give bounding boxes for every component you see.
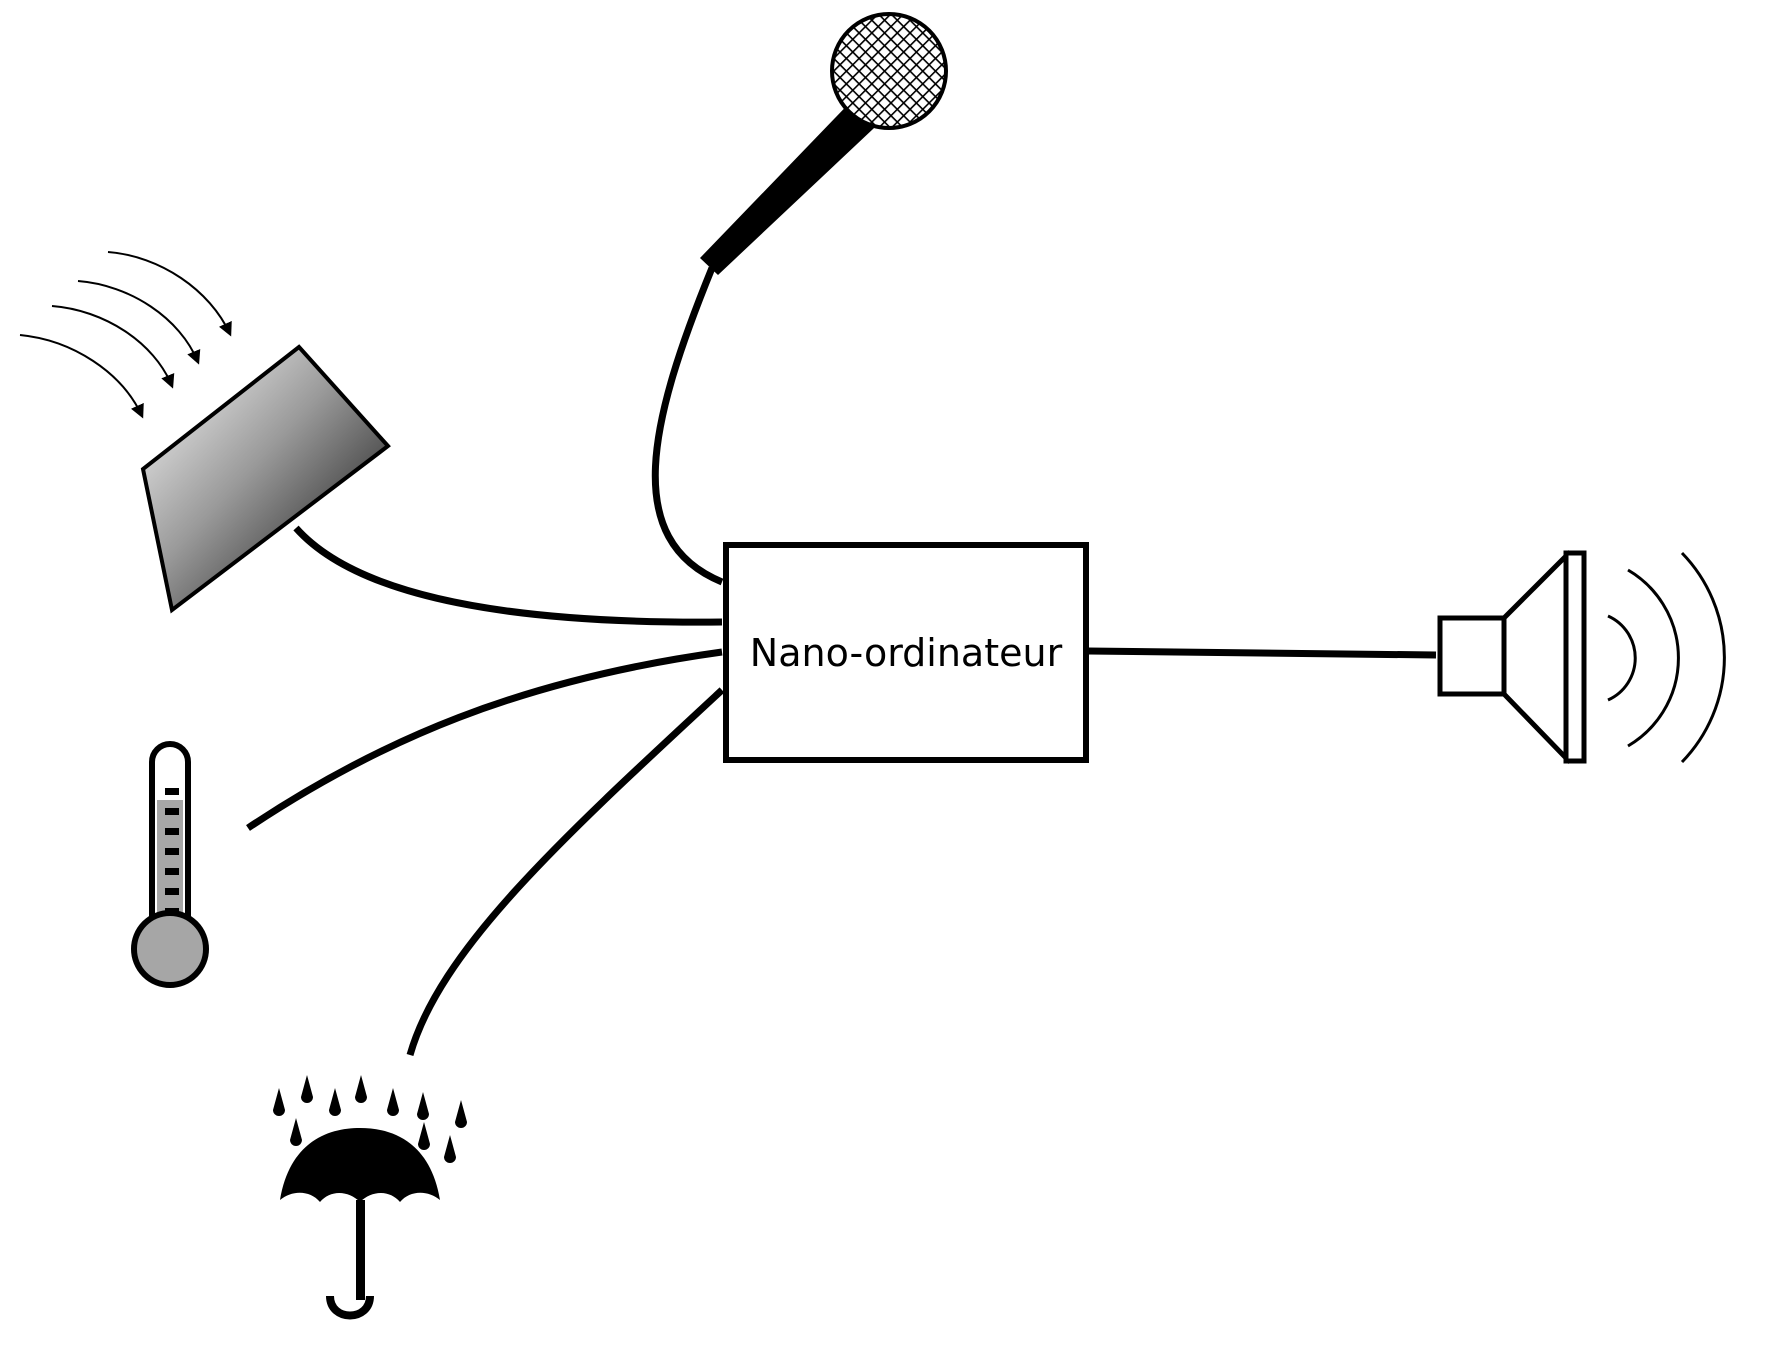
nano-computer-label: Nano-ordinateur xyxy=(750,631,1063,675)
wire-rain-sensor xyxy=(406,687,725,1056)
wire-thermometer xyxy=(246,648,723,831)
wire-solar-panel xyxy=(293,525,723,626)
thermometer-bulb xyxy=(131,910,209,988)
microphone-handle xyxy=(700,90,890,275)
thermometer-icon xyxy=(131,741,209,988)
solar-panel-icon xyxy=(19,251,391,614)
rain-umbrella-icon xyxy=(273,1075,467,1320)
umbrella-handle xyxy=(326,1295,374,1320)
umbrella-canopy xyxy=(280,1128,440,1202)
microphone-grille xyxy=(830,12,948,130)
sound-waves xyxy=(1607,551,1726,764)
speaker-magnet xyxy=(1437,615,1507,697)
umbrella-shaft xyxy=(356,1200,365,1300)
wire-speaker xyxy=(1087,647,1437,659)
microphone-icon xyxy=(700,12,948,275)
speaker-membrane xyxy=(1563,550,1587,764)
nano-computer-box xyxy=(723,542,1089,763)
solar-panel-body xyxy=(140,344,391,614)
sunlight-rays xyxy=(19,251,232,419)
speaker-cone xyxy=(1501,549,1569,765)
speaker-icon xyxy=(1437,549,1726,765)
wire-microphone xyxy=(651,266,724,586)
central-node: Nano-ordinateur xyxy=(723,542,1089,763)
raindrops xyxy=(273,1075,467,1163)
thermometer-scale xyxy=(165,788,179,915)
